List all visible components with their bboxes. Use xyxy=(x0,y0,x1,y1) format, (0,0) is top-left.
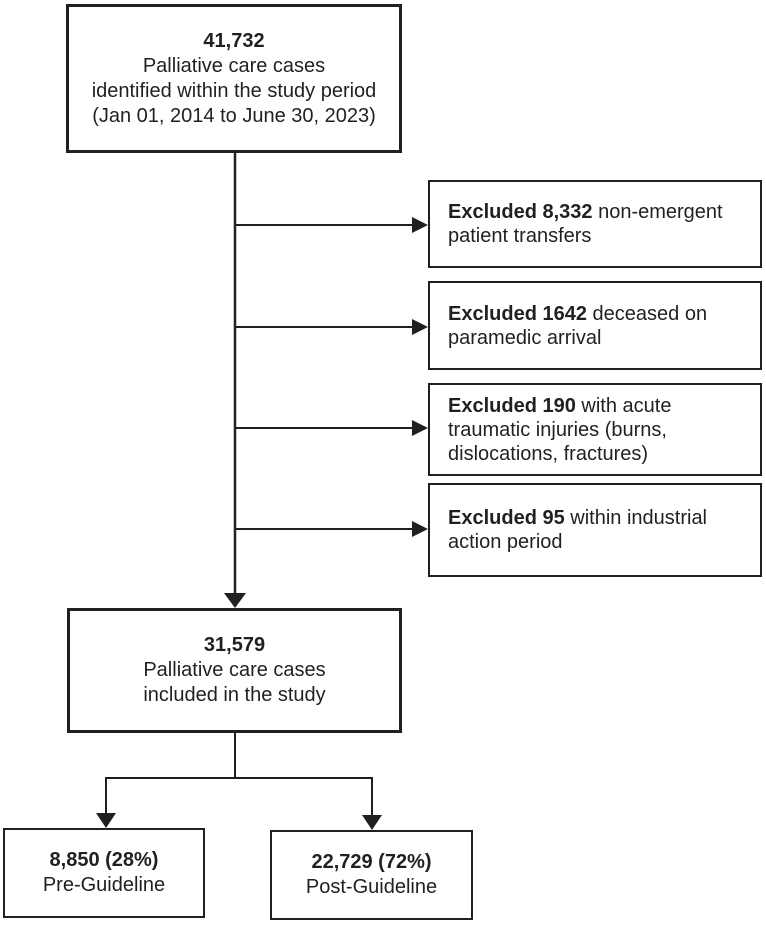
exclusion-count-traumatic-injuries: Excluded 190 xyxy=(448,394,576,417)
pre-guideline-box: 8,850 (28%) Pre-Guideline xyxy=(3,828,205,918)
exclusion-box-industrial-action: Excluded 95 within industrial action per… xyxy=(428,483,762,577)
exclusion-box-transfers: Excluded 8,332 non-emergent patient tran… xyxy=(428,180,762,268)
arrowhead-exclusion-2 xyxy=(412,319,428,335)
post-guideline-count: 22,729 (72%) xyxy=(311,851,432,873)
included-count: 31,579 xyxy=(203,634,266,656)
arrowhead-into-pre-guideline-box xyxy=(96,813,116,828)
exclusion-count-industrial-action: Excluded 95 xyxy=(448,507,565,529)
arrowhead-into-post-guideline-box xyxy=(362,815,382,830)
pre-guideline-count: 8,850 (28%) xyxy=(49,849,159,871)
exclusion-reason-deceased: deceased on paramedic arrival xyxy=(448,302,708,349)
exclusion-box-traumatic-injuries: Excluded 190 with acute traumatic injuri… xyxy=(428,383,762,476)
arrowhead-exclusion-1 xyxy=(412,217,428,233)
identified-cases-box: 41,732 Palliative care cases identified … xyxy=(66,4,402,153)
post-guideline-box: 22,729 (72%) Post-Guideline xyxy=(270,830,473,920)
exclusion-count-deceased: Excluded 1642 xyxy=(448,302,587,325)
arrowhead-exclusion-3 xyxy=(412,420,428,436)
post-guideline-label: Post-Guideline xyxy=(305,876,438,898)
exclusion-reason-traumatic-injuries: with acute traumatic injuries (burns, di… xyxy=(448,394,672,465)
exclusion-box-deceased: Excluded 1642 deceased on paramedic arri… xyxy=(428,281,762,370)
arrowhead-exclusion-4 xyxy=(412,521,428,537)
exclusion-reason-industrial-action: within industrial action period xyxy=(448,507,708,553)
included-cases-box: 31,579 Palliative care cases included in… xyxy=(67,608,402,733)
exclusion-text-transfers: Excluded 8,332 non-emergent patient tran… xyxy=(448,200,740,248)
included-line-2: included in the study xyxy=(143,684,326,706)
pre-guideline-label: Pre-Guideline xyxy=(42,874,166,896)
included-line-1: Palliative care cases xyxy=(143,659,326,681)
exclusion-reason-transfers: non-emergent patient transfers xyxy=(448,201,723,247)
exclusion-text-deceased: Excluded 1642 deceased on paramedic arri… xyxy=(448,302,740,350)
identified-count: 41,732 xyxy=(203,29,265,52)
exclusion-text-industrial-action: Excluded 95 within industrial action per… xyxy=(448,506,740,554)
exclusion-text-traumatic-injuries: Excluded 190 with acute traumatic injuri… xyxy=(448,394,740,466)
identified-line-1: Palliative care cases xyxy=(142,54,326,77)
identified-line-2: identified within the study period xyxy=(91,79,377,102)
identified-line-3: (Jan 01, 2014 to June 30, 2023) xyxy=(92,104,376,127)
exclusion-count-transfers: Excluded 8,332 xyxy=(448,201,593,223)
arrowhead-into-included-box xyxy=(224,593,246,608)
